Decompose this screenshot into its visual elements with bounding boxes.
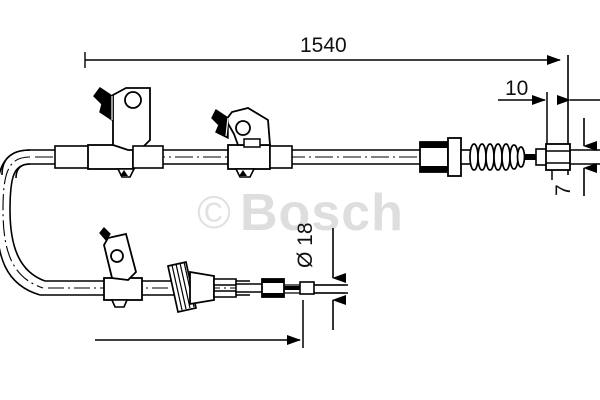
dimension-lower-run [95, 300, 304, 348]
bracket3-eyelet-hole [110, 249, 124, 263]
lower-cable-fittings [166, 260, 348, 314]
bracket2-tab [211, 108, 229, 140]
end-hex-nut [447, 137, 462, 177]
end-collar-band-top [420, 142, 448, 148]
lower-barrel-band-bottom [262, 293, 284, 297]
lower-fork-upper [213, 278, 237, 286]
bracket3-lug [110, 299, 129, 308]
bracket1-eyelet-hole [124, 91, 142, 109]
upper-ferrule-mid-a [132, 145, 164, 169]
loop-outer-edge [0, 149, 41, 296]
lower-sleeve [189, 270, 215, 306]
upper-ferrule-mid-b [269, 145, 293, 169]
cable-bracket-upper-middle [211, 107, 271, 178]
rubber-bellows [469, 143, 526, 171]
lower-cable-run [40, 227, 348, 314]
bracket2-tab-highlight [225, 117, 229, 137]
dimension-label-1540: 1540 [300, 34, 347, 57]
conical-boot [166, 260, 198, 314]
dimension-label-7: 7 [552, 184, 575, 196]
bracket1-tab [93, 87, 113, 122]
lower-rod-b [284, 286, 306, 290]
dimension-end-offset: 10 [498, 77, 600, 150]
cable-left-loop [0, 149, 46, 296]
loop-centerline [2, 156, 44, 289]
bracket2-eyelet-hole [235, 120, 251, 136]
dimension-overall-length: 1540 [84, 34, 569, 175]
bracket2-block [243, 138, 261, 148]
lower-fork-lower [213, 290, 237, 298]
end-rod [524, 154, 544, 160]
watermark-copyright-symbol: © [197, 186, 231, 238]
cable-bracket-lower [99, 227, 143, 308]
end-terminal-block [545, 143, 571, 171]
loop-inner-edge [9, 163, 46, 282]
bracket3-tab [99, 227, 111, 242]
lower-barrel-band-top [262, 279, 284, 283]
dimension-label-d18: Ø 18 [294, 222, 317, 268]
watermark-brand-text: Bosch [240, 184, 404, 242]
bracket2-clamp [227, 144, 271, 170]
lower-end-nipple [299, 281, 315, 295]
bracket1-lug-notch [120, 170, 128, 176]
cable-bracket-upper-left [87, 87, 151, 178]
bracket2-lug-notch [239, 170, 247, 176]
upper-curve-inner [15, 163, 31, 179]
upper-cable-run [1, 87, 600, 180]
dimension-label-10: 10 [505, 77, 528, 100]
upper-cable-end-fittings [419, 137, 600, 180]
end-collar-band-bottom [420, 166, 448, 172]
dimension-end-height: 7 [552, 118, 597, 196]
bracket3-clamp [103, 277, 143, 301]
bosch-watermark: © Bosch [197, 184, 404, 242]
upper-ferrule-left [54, 145, 90, 169]
